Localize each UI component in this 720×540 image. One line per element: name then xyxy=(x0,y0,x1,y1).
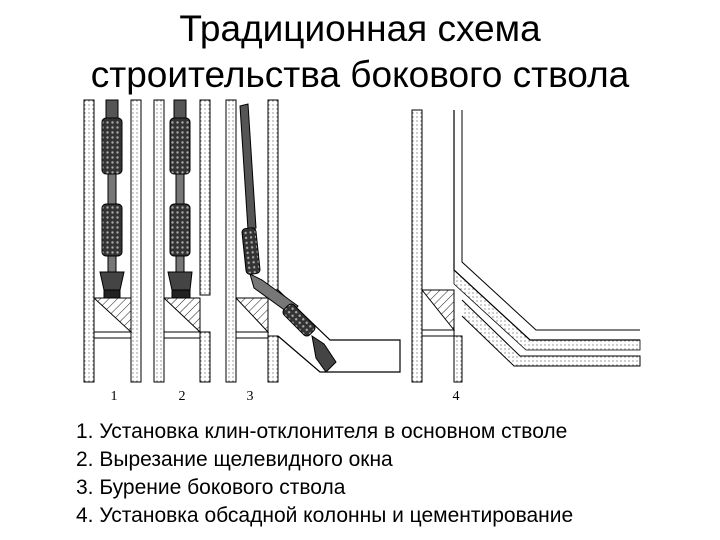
panel-number-3: 3 xyxy=(247,389,254,404)
casing-wall-right xyxy=(130,99,142,383)
panel-number-2: 2 xyxy=(179,389,186,404)
step-list: 1. Установка клин-отклонителя в основном… xyxy=(76,418,573,530)
packer xyxy=(93,331,132,339)
cement-sheath xyxy=(453,269,641,351)
step-item-2: 2. Вырезание щелевидного окна xyxy=(76,448,393,471)
liner-bend-inner xyxy=(461,110,640,331)
casing-wall-right-lower xyxy=(453,335,463,383)
casing-wall-right xyxy=(267,99,279,291)
casing-wall-right-lower xyxy=(199,331,211,383)
panel-2: 2 xyxy=(153,99,211,404)
casing-wall-right-lower xyxy=(267,335,279,383)
lateral-hole-outline xyxy=(277,289,401,373)
packer xyxy=(163,331,201,339)
casing-wall-left xyxy=(411,109,423,383)
casing-wall-right xyxy=(199,99,211,296)
title-line-2: строительства бокового ствола xyxy=(90,54,630,95)
title-line-1: Традиционная схема xyxy=(179,8,541,49)
packer xyxy=(235,331,269,339)
step-item-4: 4. Установка обсадной колонны и цементир… xyxy=(76,504,574,527)
drilling-assembly xyxy=(239,103,337,373)
casing-wall-left xyxy=(83,99,95,383)
slide-title: Традиционная схема строительства боковог… xyxy=(0,6,720,98)
lower-liner-wall xyxy=(461,299,641,367)
mill-tool-string xyxy=(99,99,125,299)
panel-number-4: 4 xyxy=(453,389,460,404)
step-item-3: 3. Бурение бокового ствола xyxy=(76,476,346,499)
panel-4: 4 xyxy=(411,109,641,404)
panel-3: 3 xyxy=(225,99,401,404)
panel-1: 1 xyxy=(83,99,142,404)
casing-wall-left xyxy=(225,99,237,383)
packer xyxy=(421,329,455,337)
step-item-1: 1. Установка клин-отклонителя в основном… xyxy=(76,420,568,443)
panel-number-1: 1 xyxy=(111,389,118,404)
window-mill-string xyxy=(167,99,193,299)
casing-wall-left xyxy=(153,99,165,383)
